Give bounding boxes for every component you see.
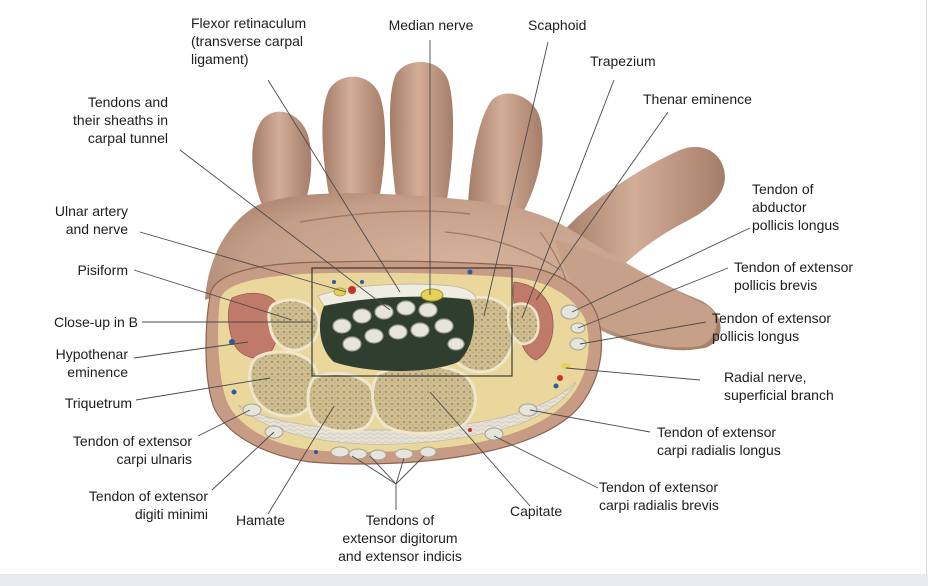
- apl-tendon: [560, 304, 580, 320]
- leader-triquetrum: [135, 377, 271, 401]
- middle-finger: [389, 61, 454, 205]
- leader-ulnar-artery: [139, 231, 347, 293]
- leader-ext-digitorum-b: [369, 455, 397, 485]
- leader-ecrl: [529, 409, 651, 433]
- flexor-tendons: [332, 300, 465, 352]
- leader-apl: [571, 227, 751, 313]
- leader-thenar-eminence: [535, 111, 669, 301]
- hamate-bone: [306, 371, 377, 433]
- small-vessels: [229, 269, 571, 454]
- leader-capitate: [429, 391, 531, 507]
- leader-ecu: [197, 409, 251, 437]
- leader-pisiform: [133, 269, 293, 321]
- index-finger: [468, 93, 543, 218]
- radial-nerve-branch: [561, 363, 571, 369]
- carpal-tunnel: [317, 283, 477, 371]
- ecu-tendon: [242, 403, 262, 417]
- ulnar-vessels: [332, 280, 364, 297]
- median-nerve: [420, 288, 444, 302]
- ecrb-tendon: [484, 427, 504, 441]
- pisiform-bone: [267, 298, 321, 352]
- leader-hamate: [267, 405, 335, 515]
- ulnar-artery: [348, 286, 356, 294]
- leader-epb: [577, 267, 729, 329]
- footer-band: [0, 574, 928, 586]
- trapezium-bone: [506, 302, 540, 346]
- leader-scaphoid: [483, 41, 549, 317]
- leader-radial-nerve: [565, 367, 701, 381]
- triquetrum-bone: [248, 350, 320, 418]
- cross-section: [205, 260, 603, 465]
- leader-ext-digitorum-d: [395, 455, 425, 485]
- leader-epl: [579, 321, 707, 345]
- extensor-tendons: [242, 304, 587, 461]
- leader-flexor-retinaculum: [267, 79, 401, 293]
- leader-ext-digitorum-a: [351, 455, 397, 485]
- little-finger: [252, 111, 312, 215]
- leader-ecrb: [493, 435, 599, 489]
- leader-hypothenar: [133, 341, 249, 359]
- figure-frame: [926, 0, 927, 574]
- ecrl-tendon: [518, 403, 538, 417]
- leader-trapezium: [521, 79, 615, 319]
- epl-tendon: [569, 337, 587, 351]
- leader-ext-digitorum-c: [395, 457, 405, 485]
- ring-finger: [322, 76, 386, 205]
- leader-tendons-sheaths: [179, 149, 391, 311]
- leader-edm: [211, 431, 275, 491]
- leader-lines: [133, 40, 751, 515]
